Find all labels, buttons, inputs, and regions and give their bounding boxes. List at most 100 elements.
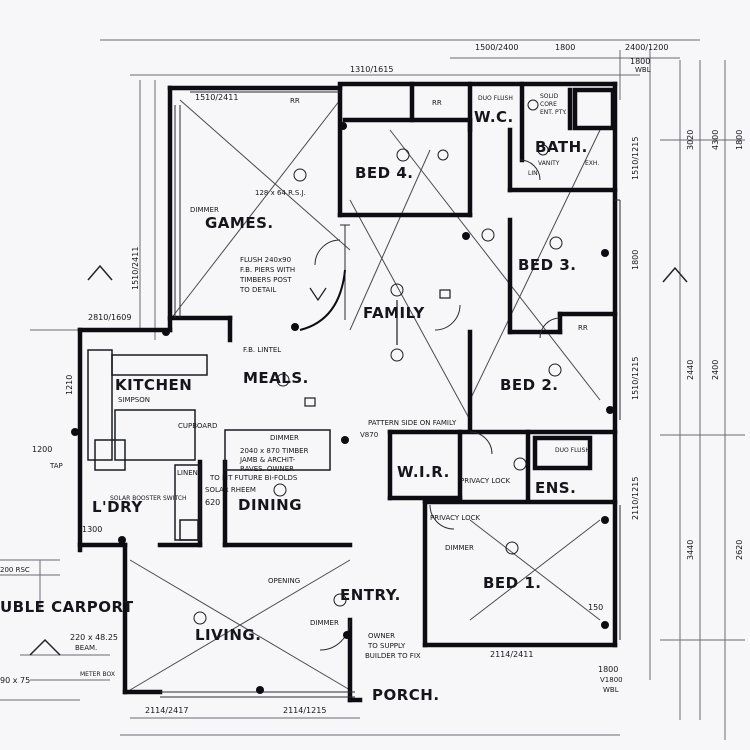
dim-left-1: 1510/2411: [131, 247, 140, 290]
dim-wbl-1200: 1200: [32, 445, 52, 454]
dim-outer-right-6: 3440: [686, 540, 695, 560]
note-owner-1: OWNER: [368, 632, 395, 640]
note-solar-rheem: SOLAR RHEEM: [205, 486, 256, 494]
note-jamb-2: JAMB & ARCHIT-: [239, 456, 296, 464]
note-rr-1: RR: [290, 97, 300, 105]
note-dimmer-2: DIMMER: [270, 434, 299, 442]
room-label-living: LIVING.: [195, 626, 261, 644]
room-label-family: FAMILY: [363, 304, 425, 322]
dim-outer-right-1: 3020: [686, 130, 695, 150]
door-swings: [314, 159, 561, 651]
note-rsc: 200 RSC: [0, 566, 30, 574]
dim-top-4: 1800: [630, 57, 650, 66]
dim-bottom-3: 2114/2411: [490, 650, 533, 659]
note-ent-pty: ENT. PTY.: [540, 109, 567, 116]
note-lin: LIN: [528, 170, 538, 177]
room-label-meals: MEALS.: [243, 369, 309, 387]
room-label-ldry: L'DRY: [92, 498, 143, 516]
kitchen-bench: [87, 349, 331, 541]
dim-bottom-2: 2114/1215: [283, 706, 326, 715]
note-flush-beam: FLUSH 240x90: [240, 256, 291, 264]
room-label-bed2: BED 2.: [500, 376, 559, 394]
dim-right-2: 1800: [631, 250, 640, 270]
note-tap: TAP: [49, 462, 63, 470]
ceiling-fan-marks: [304, 287, 451, 407]
note-fb-piers: F.B. PIERS WITH: [240, 266, 295, 274]
note-dimmer-games: DIMMER: [190, 206, 219, 214]
dim-outer-right-7: 2620: [735, 540, 744, 560]
room-label-bed1: BED 1.: [483, 574, 542, 592]
note-duo-ens: DUO FLUSH: [555, 447, 590, 454]
dim-outer-right-4: 2440: [686, 360, 695, 380]
note-cupboard: CUPBOARD: [178, 422, 217, 430]
dim-top-3: 2400/1200: [625, 43, 668, 52]
dim-games-win: 1510/2411: [195, 93, 238, 102]
dim-carport-beam: 220 x 48.25: [70, 633, 118, 642]
room-labels: GAMES. BED 4. W.C. BATH. BED 3. FAMILY K…: [0, 108, 588, 704]
room-label-bath: BATH.: [535, 138, 588, 156]
note-fb-lintel: F.B. LINTEL: [243, 346, 281, 354]
note-meter-box: METER BOX: [80, 671, 115, 678]
note-solid-core: SOLID: [540, 93, 559, 100]
dim-kitchen-w: 1300: [82, 525, 102, 534]
note-timber-post: TIMBERS POST: [239, 276, 292, 284]
walls: [77, 81, 618, 703]
room-label-kitchen: KITCHEN: [115, 376, 192, 394]
room-label-games: GAMES.: [205, 214, 274, 232]
note-v870: V870: [360, 431, 378, 439]
dim-bottom-1: 2114/2417: [145, 706, 188, 715]
note-owner-2: TO SUPPLY: [367, 642, 406, 650]
note-jamb-3: RAVES. OWNER: [240, 465, 294, 473]
dim-right-3: 1510/1215: [631, 357, 640, 400]
dim-outer-right-2: 4300: [711, 130, 720, 150]
room-label-ens: ENS.: [535, 479, 576, 497]
note-solar-booster: SOLAR BOOSTER SWITCH: [110, 495, 187, 502]
dim-outer-right-5: 2400: [711, 360, 720, 380]
note-rsj: 128 x 64 R.S.J.: [255, 189, 306, 197]
room-label-entry: ENTRY.: [340, 586, 401, 604]
dim-wbl-1800: 1800: [598, 665, 618, 674]
room-label-bed3: BED 3.: [518, 256, 577, 274]
note-privacy-lock-2: PRIVACY LOCK: [430, 514, 480, 522]
note-duo-flush: DUO FLUSH: [478, 95, 513, 102]
note-jamb-1: 2040 x 870 TIMBER: [240, 447, 309, 455]
note-linen: LINEN: [177, 469, 198, 477]
note-beam: BEAM.: [75, 644, 97, 652]
note-wbl-1: WBL: [603, 686, 619, 694]
dim-left-3: 1210: [65, 375, 74, 395]
room-label-wir: W.I.R.: [397, 463, 450, 481]
dim-sixty: 620: [205, 498, 220, 507]
dim-outer-right-3: 1800: [735, 130, 744, 150]
room-label-bed4: BED 4.: [355, 164, 414, 182]
roof-hip-lines: [129, 99, 601, 691]
note-pattern-side: PATTERN SIDE ON FAMILY: [368, 419, 457, 427]
room-label-carport: UBLE CARPORT: [0, 598, 134, 616]
note-opening: OPENING: [268, 577, 300, 585]
family-bay-curve: [299, 269, 346, 331]
dim-top-1: 1500/2400: [475, 43, 518, 52]
light-fittings: [193, 99, 563, 625]
note-jamb-4: TO FIT FUTURE BI-FOLDS: [209, 474, 298, 482]
roof-pitch-arrows: [29, 264, 688, 656]
note-core: CORE: [540, 101, 557, 108]
power-points: [71, 122, 614, 694]
annotations: DIMMER 128 x 64 R.S.J. FLUSH 240x90 F.B.…: [0, 66, 651, 694]
dim-post: 90 x 75: [0, 676, 30, 685]
note-wbl-top: WBL: [635, 66, 651, 74]
room-label-dining: DINING: [238, 496, 302, 514]
note-privacy-lock-1: PRIVACY LOCK: [460, 477, 510, 485]
note-v1800: V1800: [600, 676, 623, 684]
dim-right-1: 1510/1215: [631, 137, 640, 180]
dimension-text: 1500/2400 1800 2400/1200 1800 1510/2411 …: [0, 43, 744, 715]
room-label-wc: W.C.: [474, 108, 514, 126]
note-rr-2: RR: [432, 99, 442, 107]
dim-left-2: 2810/1609: [88, 313, 131, 322]
note-vanity: VANITY: [538, 160, 560, 167]
note-dimmer-entry: DIMMER: [310, 619, 339, 627]
note-owner-3: BUILDER TO FIX: [365, 652, 421, 660]
dim-150: 150: [588, 603, 603, 612]
note-dimmer-bed1: DIMMER: [445, 544, 474, 552]
room-label-porch: PORCH.: [372, 686, 440, 704]
dimension-lines: [0, 39, 745, 740]
